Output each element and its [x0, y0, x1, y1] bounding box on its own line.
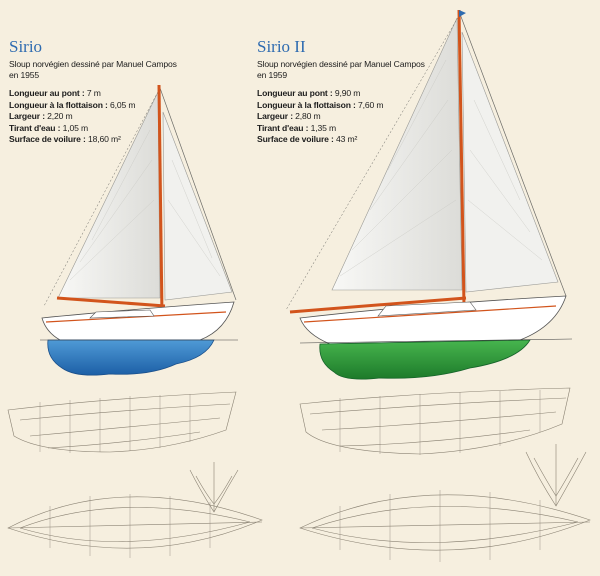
sirio-spec-row: Largeur : 2,20 m: [9, 111, 73, 121]
sirio-boom: [56, 296, 166, 308]
spec-label: Tirant d'eau: [9, 122, 56, 133]
spec-label: Largeur: [9, 111, 40, 121]
sirio-ii-boom: [289, 296, 467, 314]
spec-value: 1,35 m: [310, 122, 337, 133]
sirio-ii-description-line2: en 1959: [257, 70, 288, 80]
sirio-profile: [40, 84, 238, 376]
sirio-lines-plan: [7, 391, 263, 558]
sirio-ii-spec-row: Largeur : 2,80 m: [257, 111, 321, 121]
spec-value: 43 m²: [336, 134, 358, 144]
sirio-spec-row: Tirant d'eau : 1,05 m: [9, 122, 89, 133]
sirio-ii-spec-row: Longueur à la flottaison : 7,60 m: [257, 99, 384, 110]
sirio-spec-row: Surface de voilure : 18,60 m²: [9, 134, 121, 144]
spec-label: Surface de voilure: [257, 134, 329, 144]
spec-value: 1,05 m: [62, 122, 89, 133]
spec-label: Surface de voilure: [9, 134, 81, 144]
spec-value: 9,90 m: [334, 88, 361, 98]
sirio-ii-mast: [457, 9, 466, 307]
sirio-title: Sirio: [9, 37, 43, 56]
spec-value: 7,60 m: [358, 99, 384, 110]
spec-label: Tirant d'eau: [257, 122, 304, 133]
sirio-spec-row: Longueur au pont : 7 m: [9, 88, 101, 98]
spec-value: 7 m: [86, 88, 101, 98]
sirio-description-line1: Sloup norvégien dessiné par Manuel Campo…: [9, 59, 177, 69]
sirio-jib: [162, 111, 233, 301]
spec-value: 2,80 m: [295, 111, 321, 121]
sirio-ii-description-line1: Sloup norvégien dessiné par Manuel Campo…: [257, 59, 425, 69]
spec-value: 2,20 m: [47, 111, 73, 121]
sirio-ii-flag: [459, 10, 466, 17]
sirio-ii-spec-row: Tirant d'eau : 1,35 m: [257, 122, 337, 133]
sirio-ii-profile: [285, 9, 573, 380]
sirio-hull-bottom: [47, 339, 215, 376]
spec-label: Longueur à la flottaison: [9, 99, 103, 110]
spec-value: 6,05 m: [110, 99, 136, 110]
spec-label: Longueur au pont: [257, 88, 328, 98]
spec-label: Largeur: [257, 111, 288, 121]
sirio-spec-row: Longueur à la flottaison : 6,05 m: [9, 99, 136, 110]
sirio-ii-hull-bottom: [319, 339, 531, 380]
sirio-ii-title: Sirio II: [257, 37, 306, 56]
sirio-ii-jib: [461, 31, 559, 293]
sirio-ii-mainsail: [331, 17, 463, 291]
spec-label: Longueur au pont: [9, 88, 80, 98]
sirio-mast: [157, 84, 164, 317]
spec-label: Longueur à la flottaison: [257, 99, 351, 110]
sirio-description-line2: en 1955: [9, 70, 40, 80]
sirio-ii-spec-row: Longueur au pont : 9,90 m: [257, 88, 361, 98]
spec-value: 18,60 m²: [88, 134, 121, 144]
sirio-ii-spec-row: Surface de voilure : 43 m²: [257, 134, 358, 144]
sirio-ii-lines-plan: [299, 387, 591, 562]
